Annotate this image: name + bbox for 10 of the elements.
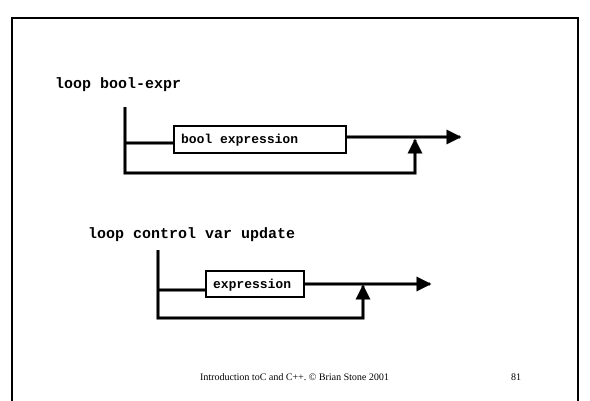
arrow xyxy=(305,276,432,292)
heading: loop control var update xyxy=(88,226,296,243)
page-number: 81 xyxy=(511,372,521,383)
connector-line xyxy=(158,288,205,292)
footer-text: Introduction toC and C++. © Brian Stone 2001 xyxy=(200,372,389,383)
arrow xyxy=(347,130,462,144)
syntax-box: expression xyxy=(205,270,305,298)
connector-line xyxy=(125,142,173,144)
syntax-box: bool expression xyxy=(173,125,347,154)
heading: loop bool-expr xyxy=(55,76,182,93)
